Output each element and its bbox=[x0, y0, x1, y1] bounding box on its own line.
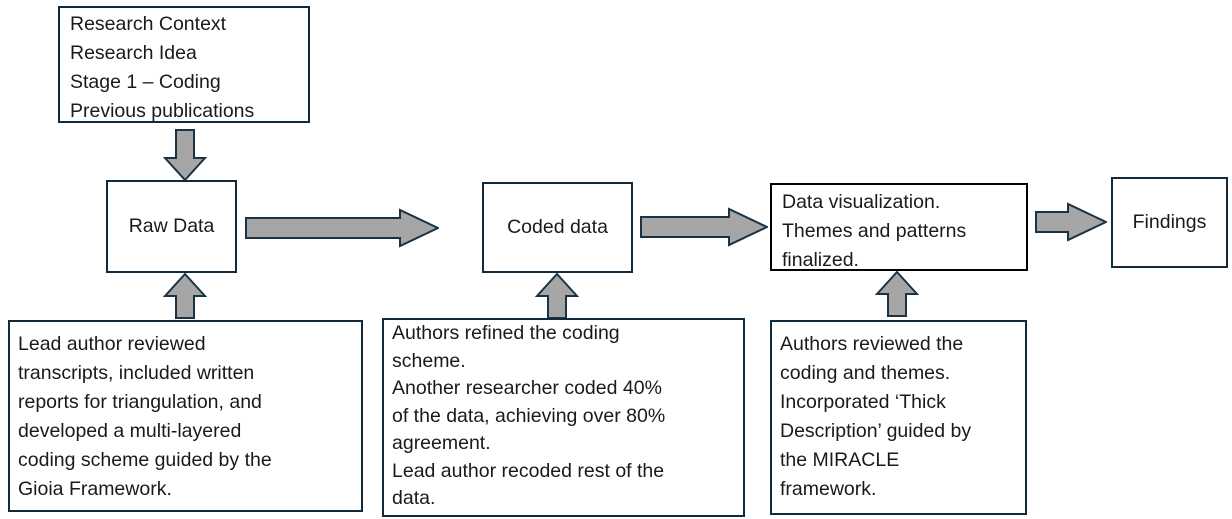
visualization-note-box: Authors reviewed the coding and themes. … bbox=[770, 320, 1027, 515]
coded-data-note-box: Authors refined the coding scheme. Anoth… bbox=[382, 318, 745, 517]
data-visualization-box: Data visualization. Themes and patterns … bbox=[770, 183, 1028, 271]
note-arrow-up-icon bbox=[535, 273, 579, 319]
flow-arrow-right-icon bbox=[245, 208, 439, 248]
coded-data-box: Coded data bbox=[482, 182, 633, 273]
note-arrow-up-icon bbox=[163, 273, 207, 319]
note-arrow-up-icon bbox=[875, 271, 919, 317]
raw-data-note-box: Lead author reviewed transcripts, includ… bbox=[8, 320, 363, 512]
flow-arrow-down-icon bbox=[163, 129, 207, 181]
findings-box: Findings bbox=[1111, 177, 1228, 268]
research-context-box: Research Context Research Idea Stage 1 –… bbox=[58, 6, 310, 123]
flow-arrow-right-icon bbox=[1035, 202, 1107, 242]
flow-arrow-right-icon bbox=[640, 207, 768, 247]
raw-data-box: Raw Data bbox=[106, 180, 237, 273]
